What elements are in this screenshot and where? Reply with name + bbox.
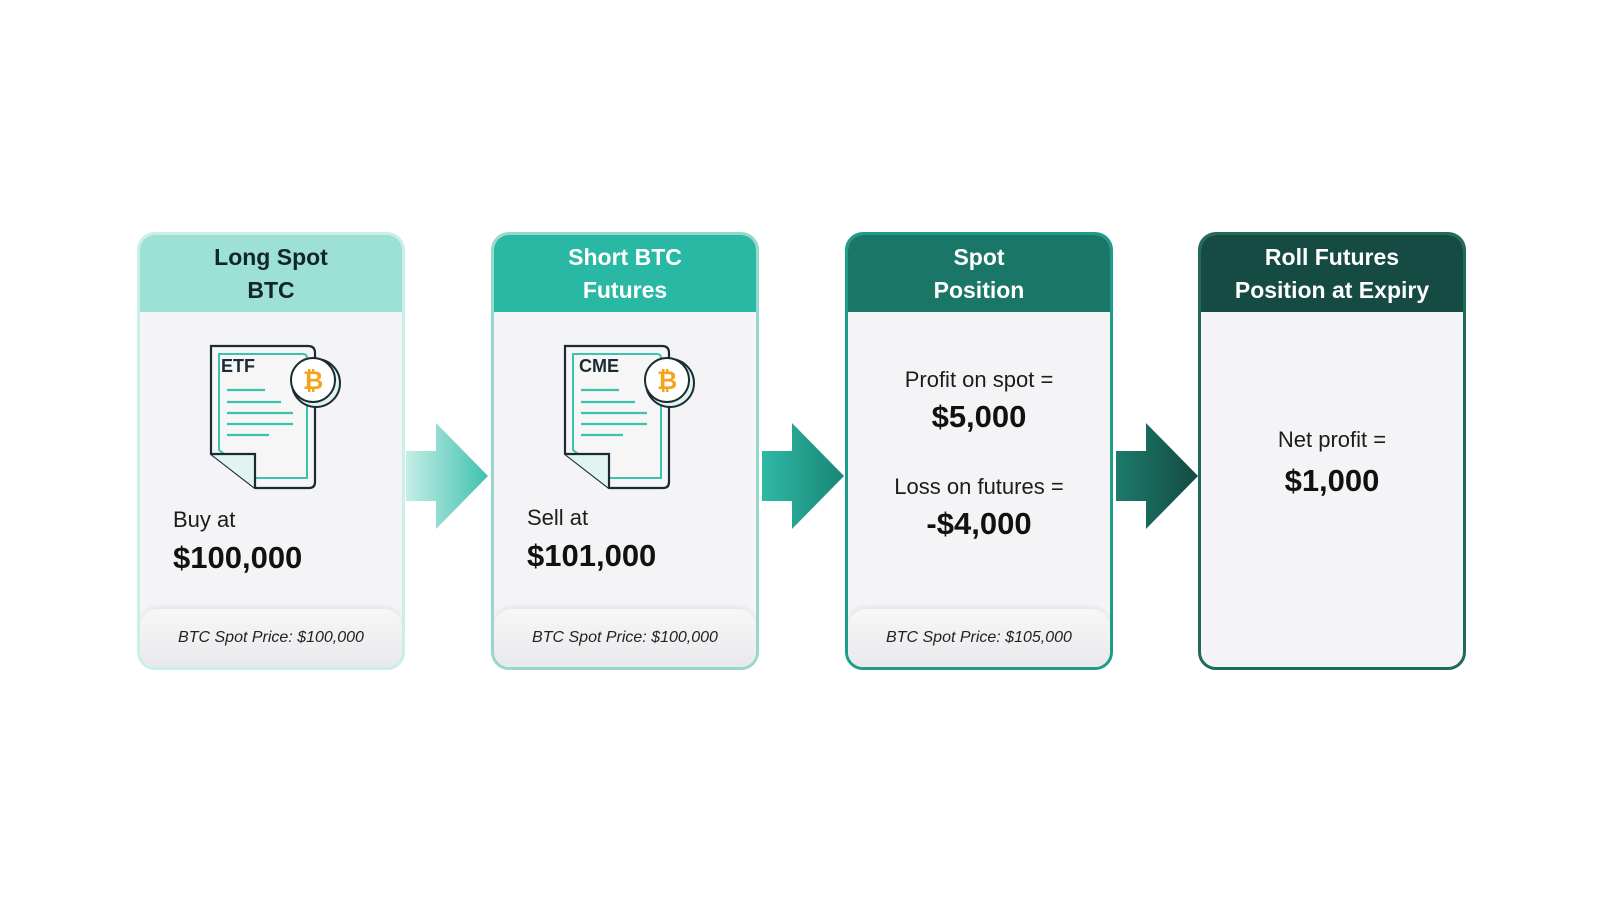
svg-text:₿: ₿ (303, 366, 323, 395)
loss-label: Loss on futures = (894, 474, 1064, 499)
action-value: $100,000 (173, 540, 303, 575)
net-profit-value: $1,000 (1284, 463, 1380, 498)
spot-price-footer: BTC Spot Price: $100,000 (140, 609, 402, 667)
step-roll-futures: Roll Futures Position at Expiry Net prof… (1198, 232, 1466, 670)
loss-block: Loss on futures = -$4,000 (848, 474, 1110, 542)
arrow-right-icon (1116, 423, 1198, 529)
arrow-right-icon (406, 423, 488, 529)
action-label: Sell at (527, 505, 589, 530)
net-profit-block: Net profit = $1,000 (1201, 427, 1463, 499)
spot-price-footer: BTC Spot Price: $100,000 (494, 609, 756, 667)
step-body: ETF ₿ Buy at $100,000 BTC Spot Price: $1… (140, 312, 402, 667)
doc-label: CME (579, 356, 619, 376)
doc-label: ETF (221, 356, 255, 376)
step-short-btc-futures: Short BTC Futures CME ₿ Sell at $101,00 (491, 232, 759, 670)
net-profit-label: Net profit = (1277, 427, 1387, 452)
action-value: $101,000 (527, 538, 657, 573)
step-title: Roll Futures Position at Expiry (1201, 235, 1463, 312)
profit-value: $5,000 (931, 399, 1027, 434)
step-body: CME ₿ Sell at $101,000 BTC Spot Price: $… (494, 312, 756, 667)
arrow-right-icon (762, 423, 844, 529)
step-body: Net profit = $1,000 (1201, 312, 1463, 667)
step-long-spot-btc: Long Spot BTC ETF ₿ Buy at $100,000 (137, 232, 405, 670)
step-title: Short BTC Futures (494, 235, 756, 312)
step-title: Spot Position (848, 235, 1110, 312)
bitcoin-coin-icon: ₿ (290, 357, 341, 408)
profit-block: Profit on spot = $5,000 (848, 367, 1110, 435)
action-label: Buy at (173, 507, 236, 532)
profit-label: Profit on spot = (904, 367, 1054, 392)
svg-text:₿: ₿ (657, 366, 677, 395)
document-icon: ETF ₿ (209, 344, 341, 490)
spot-price-footer: BTC Spot Price: $105,000 (848, 609, 1110, 667)
bitcoin-coin-icon: ₿ (644, 357, 695, 408)
step-title: Long Spot BTC (140, 235, 402, 312)
step-body: Profit on spot = $5,000 Loss on futures … (848, 312, 1110, 667)
document-icon: CME ₿ (563, 344, 695, 490)
loss-value: -$4,000 (926, 506, 1032, 541)
step-spot-position: Spot Position Profit on spot = $5,000 Lo… (845, 232, 1113, 670)
